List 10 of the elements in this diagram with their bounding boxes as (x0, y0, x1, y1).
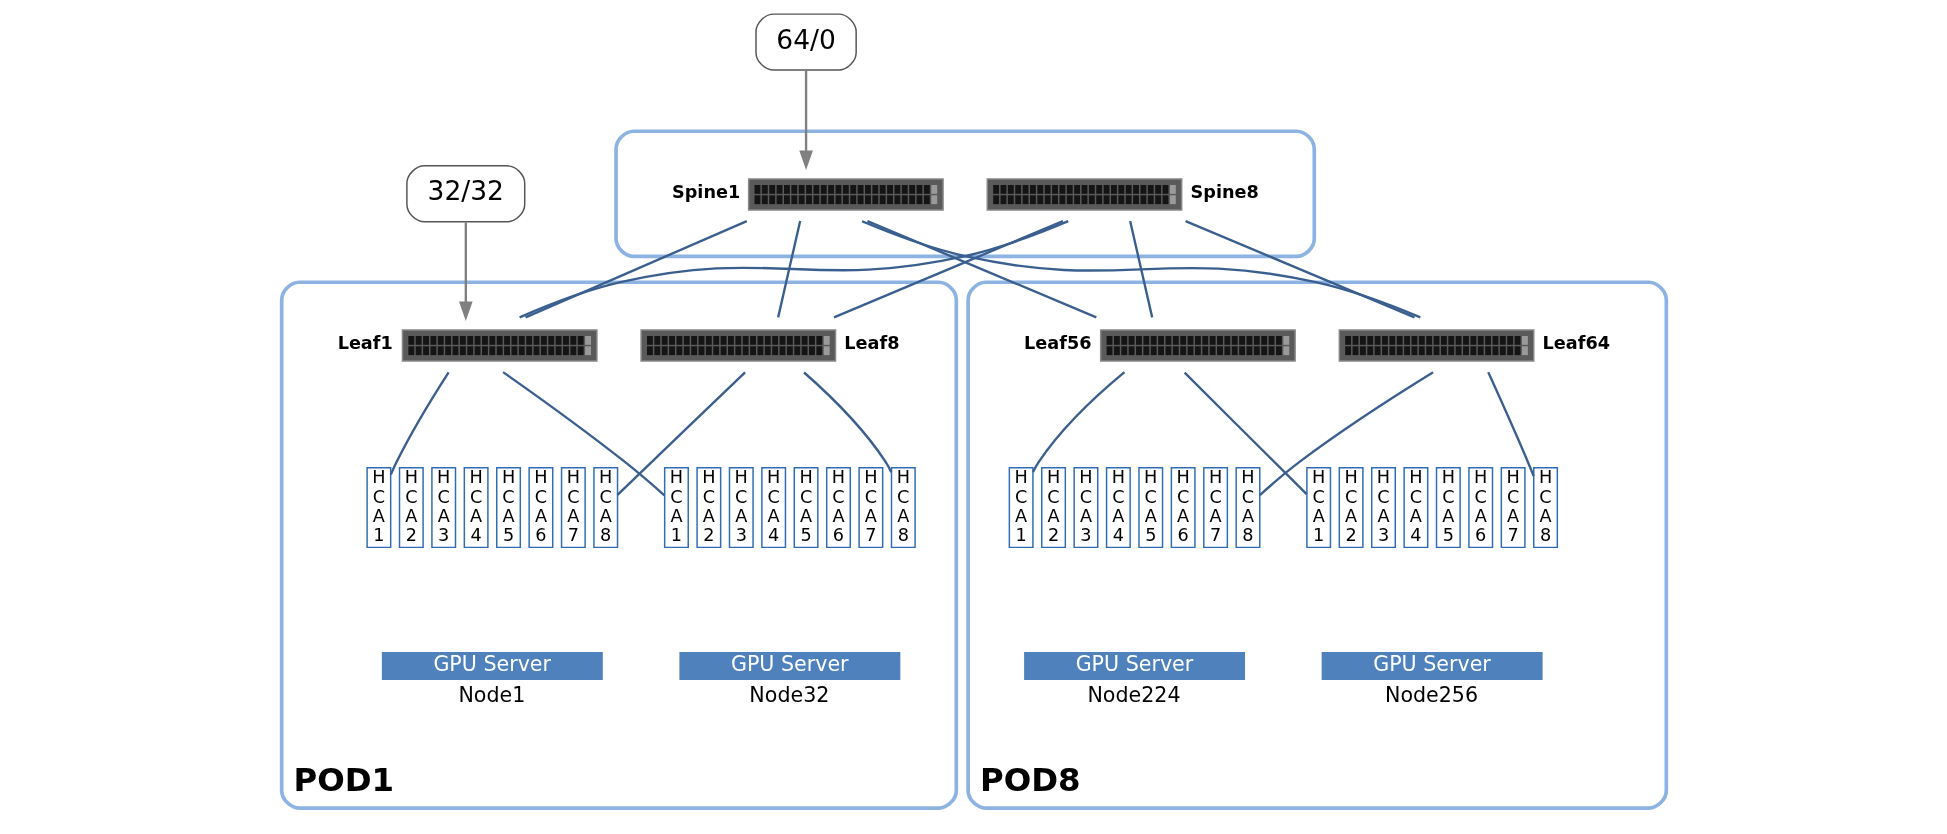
node-label: Leaf64 (1542, 332, 1610, 353)
node-label: Node32 (748, 683, 829, 708)
node-label: Leaf1 (337, 332, 393, 353)
node-label: Leaf8 (843, 332, 899, 353)
node-label: Spine1 (671, 181, 740, 202)
node-label: Leaf56 (1023, 332, 1091, 353)
node-label: Node224 (1086, 683, 1181, 708)
node-label: Node256 (1384, 683, 1478, 708)
node-label: Node1 (457, 683, 525, 708)
node-label: Spine8 (1190, 181, 1259, 202)
